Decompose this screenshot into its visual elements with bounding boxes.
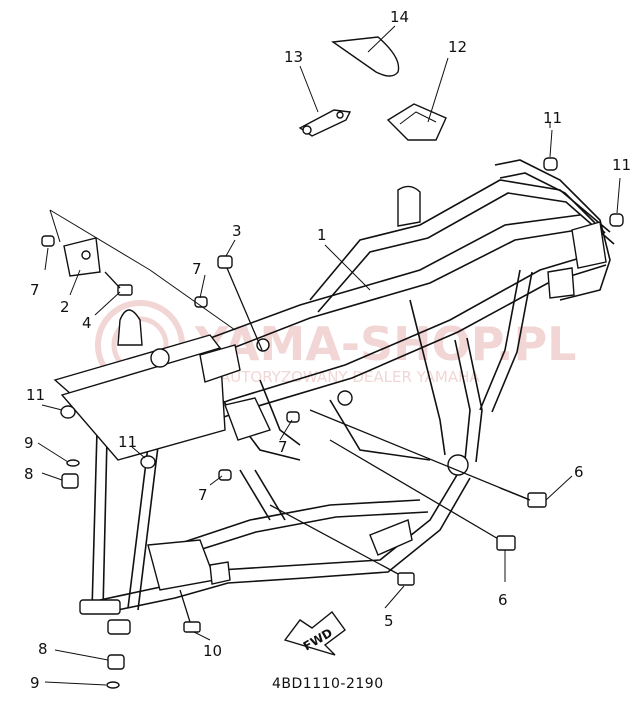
- part-12-plate: [386, 57, 449, 141]
- part-8-damper-lower: [107, 654, 125, 670]
- diagram-code: 4BD1110-2190: [272, 676, 384, 692]
- part-7-nut-c: [286, 411, 300, 423]
- callout-3: 3: [232, 222, 242, 240]
- callout-7-top-left: 7: [30, 281, 40, 299]
- part-6-bolt-lower: [329, 439, 516, 551]
- part-11-grommet-top: [543, 129, 558, 171]
- part-13-strap: [298, 65, 352, 137]
- callout-2: 2: [60, 298, 70, 316]
- part-4-bolt: [104, 271, 133, 296]
- leader-lines: [37, 123, 573, 686]
- part-8-damper-upper: [61, 473, 79, 489]
- callouts: 14 13 12 11 11 11 11 3 1 7 7 7 7 2 4 9 9…: [24, 8, 631, 692]
- part-2-bracket: [63, 237, 101, 277]
- callout-8-upper: 8: [24, 465, 34, 483]
- part-7-nut-a: [41, 235, 55, 247]
- callout-10: 10: [203, 642, 222, 660]
- callout-7-lower: 7: [198, 486, 208, 504]
- callout-7-mid: 7: [192, 260, 202, 278]
- callout-11-right: 11: [612, 156, 631, 174]
- part-7-nut-d: [218, 469, 232, 481]
- callout-6-right: 6: [574, 463, 584, 481]
- part-11-grommet-left: [60, 405, 76, 419]
- forward-arrow: FWD: [283, 610, 346, 656]
- callout-8-lower: 8: [38, 640, 48, 658]
- callout-1: 1: [317, 226, 327, 244]
- callout-11-left: 11: [26, 386, 45, 404]
- callout-5: 5: [384, 612, 394, 630]
- callout-4: 4: [82, 314, 92, 332]
- callout-11-mid: 11: [118, 433, 137, 451]
- part-9-clip-upper: [66, 459, 80, 467]
- watermark-subtitle: AUTORYZOWANY DEALER YAMAHA: [220, 368, 480, 386]
- callout-12: 12: [448, 38, 467, 56]
- part-11-grommet-mid: [140, 455, 156, 469]
- callout-11-top: 11: [543, 109, 562, 127]
- part-5-bolt: [269, 504, 415, 586]
- callout-9-lower: 9: [30, 674, 40, 692]
- callout-14: 14: [390, 8, 409, 26]
- callout-13: 13: [284, 48, 303, 66]
- callout-9-upper: 9: [24, 434, 34, 452]
- callout-6-lower: 6: [498, 591, 508, 609]
- callout-7-center: 7: [278, 438, 288, 456]
- part-6-bolt-upper: [309, 409, 547, 508]
- part-11-grommet-right: [609, 177, 624, 227]
- part-10-bolt: [179, 589, 201, 633]
- part-3-bolt: [217, 255, 263, 351]
- part-14-pad: [331, 25, 400, 77]
- part-9-clip-lower: [106, 681, 120, 689]
- main-frame: [53, 159, 615, 635]
